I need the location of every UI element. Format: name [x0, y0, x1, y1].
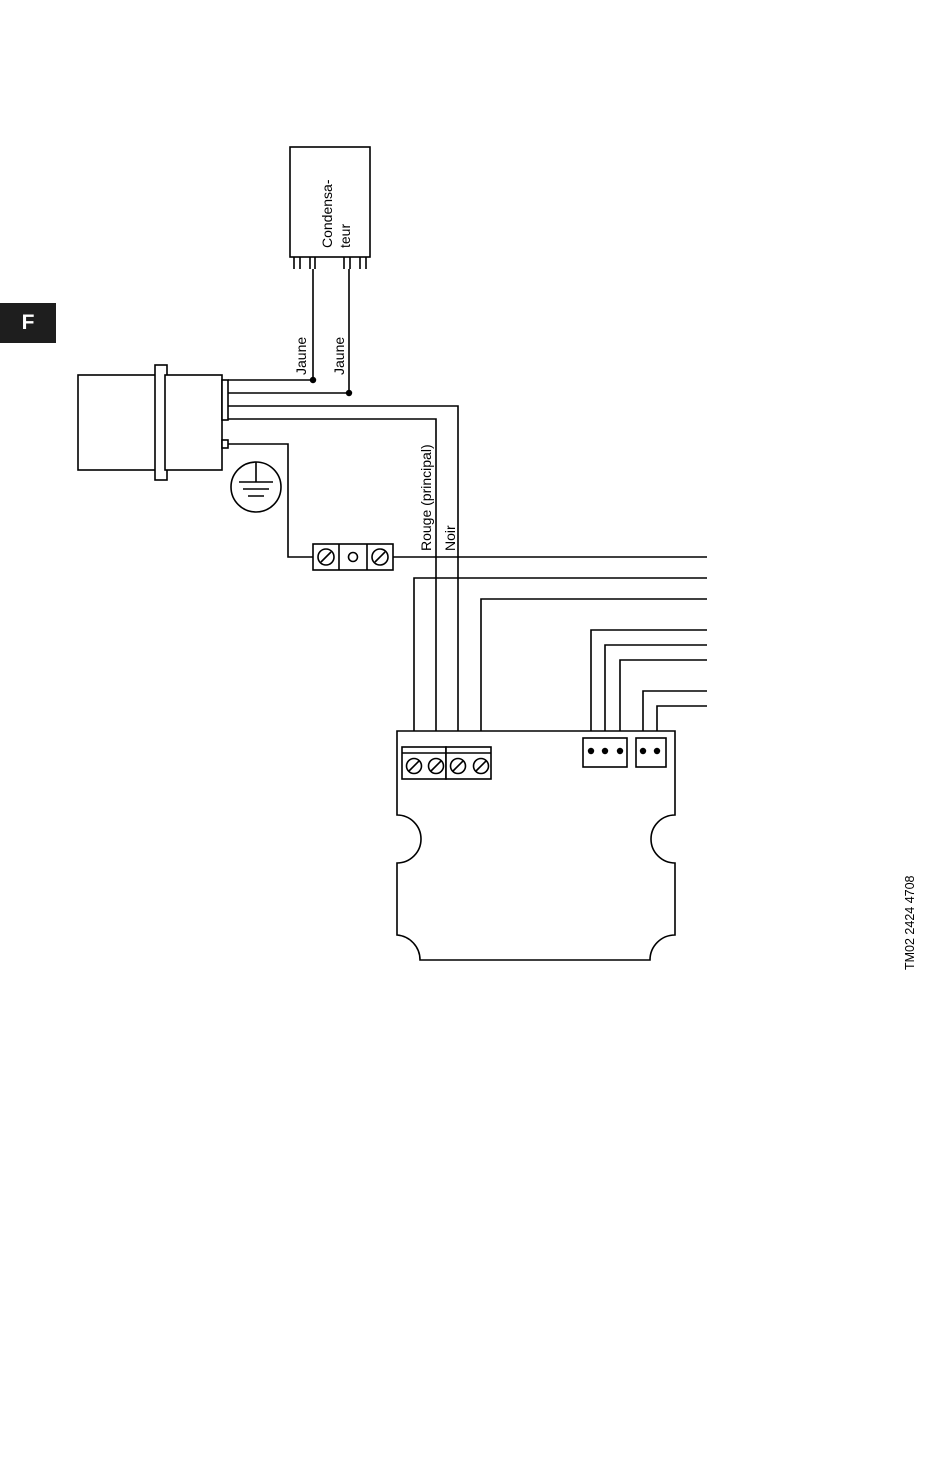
- wire-label-yellow-2: Jaune: [331, 337, 347, 375]
- capacitor-label-line1: Condensa-: [319, 179, 335, 248]
- document-code: TM02 2424 4708: [903, 875, 917, 970]
- ground-symbol: [231, 462, 281, 512]
- yellow-wires: Jaune Jaune: [228, 269, 352, 396]
- wire-label-black: Noir: [442, 525, 458, 551]
- capacitor: Condensa- teur: [290, 147, 370, 269]
- control-box: [397, 731, 675, 960]
- capacitor-label-line2: teur: [337, 224, 353, 248]
- motor: [78, 365, 228, 480]
- ground-terminal-block: [313, 544, 393, 570]
- supply-lines: [393, 557, 707, 750]
- wire-label-red-main: Rouge (principal): [418, 444, 434, 551]
- three-pin-connector: [583, 738, 627, 767]
- two-pin-connector: [636, 738, 666, 767]
- wire-label-yellow-1: Jaune: [293, 337, 309, 375]
- main-terminal-strip: [402, 747, 491, 779]
